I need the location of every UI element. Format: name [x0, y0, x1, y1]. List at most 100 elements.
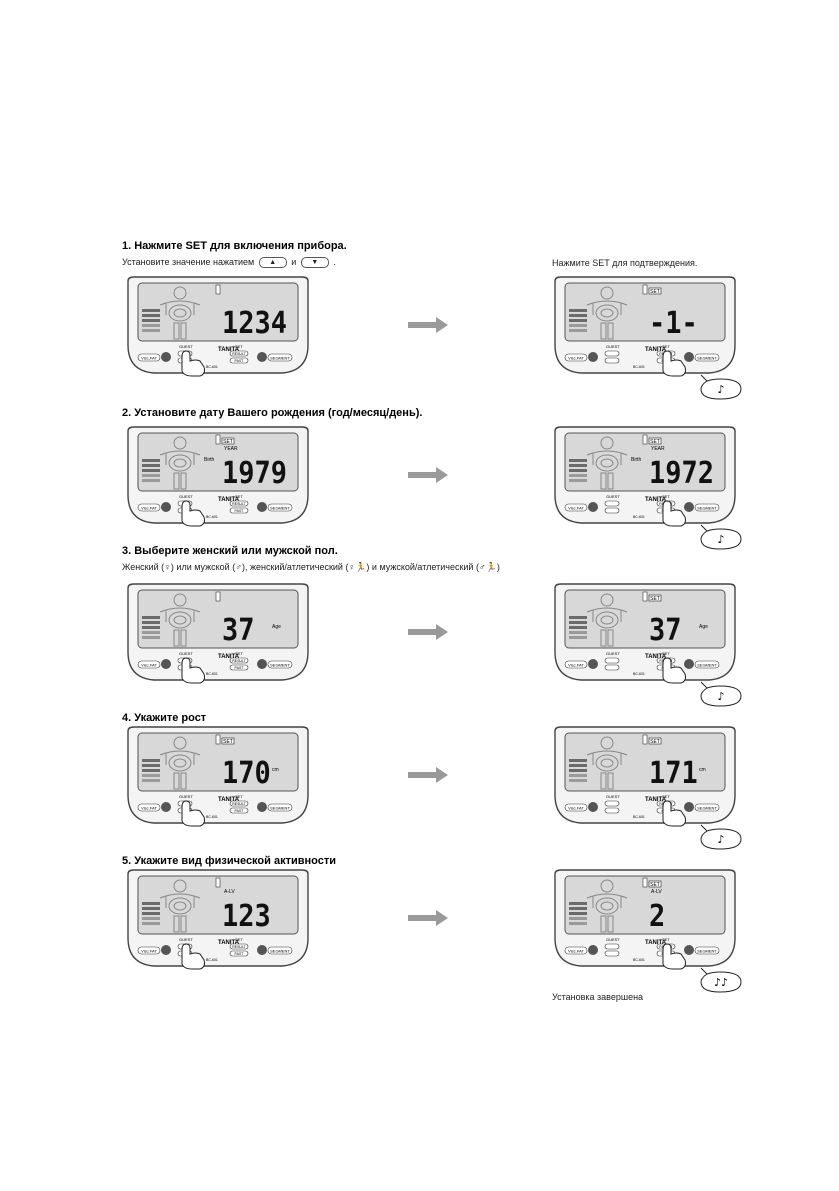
sound-note: ♪	[717, 690, 724, 703]
lcd-label: A-LV	[651, 889, 662, 895]
segment-button-label: SEGMENT	[270, 356, 290, 361]
lcd-unit: Age	[272, 624, 281, 630]
model-label: BC-601	[206, 958, 218, 962]
model-label: BC-601	[633, 958, 645, 962]
visc-fat-button-label: Visc.FAT	[141, 806, 157, 811]
finger-press-icon	[181, 800, 205, 827]
lcd-value: 37	[649, 613, 681, 648]
scale-display-right-3: SET37AgeTANITAVisc.FATGUESTSETRESULTPAST…	[554, 583, 736, 684]
segment-button-label: SEGMENT	[697, 356, 717, 361]
set-label: SET	[662, 494, 670, 499]
arrow-icon	[408, 317, 448, 333]
past-button-label: PAST	[235, 359, 245, 363]
scale-display-right-5: SETA-LV2TANITAVisc.FATGUESTSETRESULTPAST…	[554, 869, 736, 970]
visc-fat-button-label: Visc.FAT	[568, 949, 584, 954]
step-1-subtitle-mid: и	[291, 257, 297, 267]
past-button-label: PAST	[235, 509, 245, 513]
visc-fat-button-label: Visc.FAT	[568, 806, 584, 811]
sound-note: ♪♪	[714, 976, 728, 989]
visc-fat-button-label: Visc.FAT	[141, 663, 157, 668]
lcd-unit: Age	[699, 624, 708, 630]
finger-press-icon	[662, 943, 686, 970]
down-button-icon: ▼	[300, 257, 329, 269]
step-1-right-note: Нажмите SET для подтверждения.	[552, 258, 698, 268]
sound-note: ♪	[717, 533, 724, 546]
lcd-screen	[137, 875, 299, 935]
brand-logo: TANITA	[645, 347, 667, 353]
lcd-set-label: SET	[223, 439, 233, 445]
brand-logo: TANITA	[218, 497, 240, 503]
past-button-label: PAST	[235, 666, 245, 670]
finger-press-icon	[181, 500, 205, 527]
result-button-label: RESULT	[232, 659, 246, 663]
model-label: BC-601	[633, 365, 645, 369]
body-figure-icon	[586, 436, 628, 490]
sound-bubble-icon: ♪	[700, 374, 742, 400]
guest-label: GUEST	[606, 494, 620, 499]
visc-fat-button-label: Visc.FAT	[568, 356, 584, 361]
guest-label: GUEST	[606, 937, 620, 942]
guest-label: GUEST	[179, 937, 193, 942]
segment-button-label: SEGMENT	[270, 506, 290, 511]
sound-note: ♪	[717, 833, 724, 846]
guest-label: GUEST	[179, 651, 193, 656]
arrow-icon	[408, 767, 448, 783]
set-label: SET	[662, 937, 670, 942]
lcd-label: YEAR	[224, 446, 238, 452]
visc-fat-button-label: Visc.FAT	[141, 949, 157, 954]
finger-press-icon	[181, 350, 205, 377]
lcd-value: 2	[649, 899, 665, 934]
segment-button-label: SEGMENT	[270, 949, 290, 954]
arrow-icon	[408, 910, 448, 926]
lcd-screen	[564, 432, 726, 492]
body-figure-icon	[159, 436, 201, 490]
model-label: BC-601	[633, 672, 645, 676]
lcd-label: YEAR	[651, 446, 665, 452]
lcd-value: 123	[222, 899, 271, 934]
lcd-screen	[137, 732, 299, 792]
body-figure-icon	[586, 593, 628, 647]
result-button-label: RESULT	[232, 502, 246, 506]
step-1-subtitle: Установите значение нажатием ▲ и ▼ .	[122, 257, 336, 269]
lcd-value: 37	[222, 613, 254, 648]
finger-press-icon	[181, 943, 205, 970]
step-3-subtitle: Женский (♀) или мужской (♂), женский/атл…	[122, 562, 500, 572]
finger-press-icon	[181, 657, 205, 684]
set-label: SET	[235, 344, 243, 349]
arrow-icon	[408, 467, 448, 483]
set-label: SET	[235, 937, 243, 942]
lcd-value: 1979	[222, 456, 287, 491]
lcd-unit: cm	[272, 767, 279, 773]
lcd-label: A-LV	[224, 889, 235, 895]
visc-fat-button-label: Visc.FAT	[141, 506, 157, 511]
lcd-value: 1972	[649, 456, 714, 491]
result-button-label: RESULT	[232, 802, 246, 806]
segment-button-label: SEGMENT	[697, 806, 717, 811]
step-1-subtitle-pre: Установите значение нажатием	[122, 257, 255, 267]
finger-press-icon	[662, 657, 686, 684]
body-figure-icon	[159, 286, 201, 340]
brand-logo: TANITA	[218, 654, 240, 660]
lcd-side-label: Birth	[204, 457, 215, 463]
sound-note: ♪	[717, 383, 724, 396]
body-figure-icon	[586, 286, 628, 340]
lcd-value: -1-	[649, 306, 698, 341]
sound-bubble-icon: ♪♪	[700, 967, 742, 993]
lcd-set-label: SET	[650, 882, 660, 888]
model-label: BC-601	[206, 815, 218, 819]
step-5-title: 5. Укажите вид физической активности	[122, 855, 336, 867]
brand-logo: TANITA	[218, 797, 240, 803]
visc-fat-button-label: Visc.FAT	[141, 356, 157, 361]
finger-press-icon	[662, 800, 686, 827]
set-label: SET	[662, 651, 670, 656]
lcd-screen	[564, 589, 726, 649]
sound-bubble-icon: ♪	[700, 524, 742, 550]
segment-button-label: SEGMENT	[270, 663, 290, 668]
step-2-title: 2. Установите дату Вашего рождения (год/…	[122, 407, 423, 419]
lcd-set-label: SET	[223, 739, 233, 745]
model-label: BC-601	[206, 515, 218, 519]
body-figure-icon	[586, 879, 628, 933]
